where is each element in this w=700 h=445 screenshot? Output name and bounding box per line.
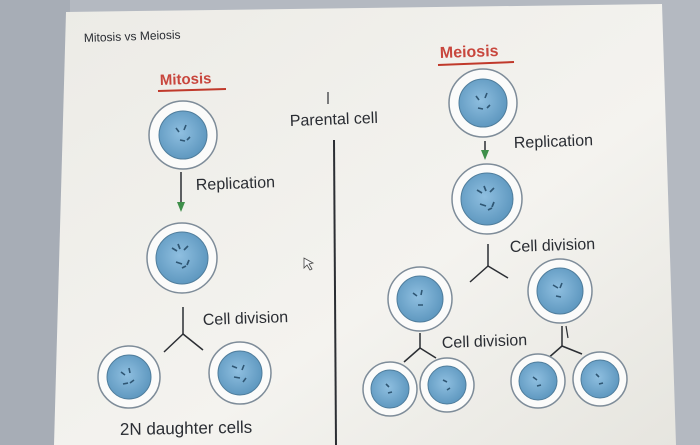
- mitosis-daughter-cell-right: [208, 341, 272, 405]
- cursor-icon: [303, 257, 315, 271]
- meiosis-replication-arrow: [481, 150, 489, 160]
- mitosis-daughter-cell-left: [97, 345, 161, 409]
- mitosis-division-split: [163, 307, 204, 353]
- mitosis-parent-cell: [148, 100, 218, 170]
- meiosis-division-2-bracket: [565, 325, 569, 339]
- meiosis-gamete-2: [419, 357, 475, 413]
- mitosis-replication-arrow: [177, 202, 185, 212]
- meiosis-cell-division-label-2: Cell division: [442, 332, 528, 352]
- meiosis-cell-division-label-1: Cell division: [510, 236, 596, 256]
- meiosis-haploid-cell-left: [387, 266, 453, 332]
- mitosis-heading-group: Mitosis: [157, 70, 227, 92]
- parental-cell-label: Parental cell: [290, 110, 379, 130]
- meiosis-gamete-3: [510, 353, 566, 409]
- mitosis-cell-division-label: Cell division: [203, 309, 289, 329]
- mitosis-heading-underline: [157, 88, 227, 92]
- meiosis-haploid-cell-right: [527, 258, 593, 324]
- mitosis-replication-label: Replication: [196, 174, 276, 194]
- meiosis-gamete-4: [572, 351, 628, 407]
- meiosis-heading-underline: [437, 61, 515, 66]
- mitosis-heading: Mitosis: [160, 70, 212, 89]
- meiosis-replicated-cell: [451, 163, 523, 235]
- mitosis-replicated-cell: [146, 222, 218, 294]
- meiosis-heading-group: Meiosis: [437, 43, 515, 66]
- daughter-cells-label: 2N daughter cells: [120, 418, 253, 439]
- meiosis-gamete-1: [362, 361, 418, 417]
- center-divider: [333, 139, 337, 445]
- meiosis-replication-label: Replication: [514, 132, 594, 152]
- meiosis-division-split-2-left: [403, 333, 437, 363]
- meiosis-parent-cell: [448, 68, 518, 138]
- slide-title: Mitosis vs Meiosis: [84, 28, 181, 45]
- meiosis-division-split-1: [469, 244, 509, 283]
- meiosis-heading: Meiosis: [440, 43, 499, 62]
